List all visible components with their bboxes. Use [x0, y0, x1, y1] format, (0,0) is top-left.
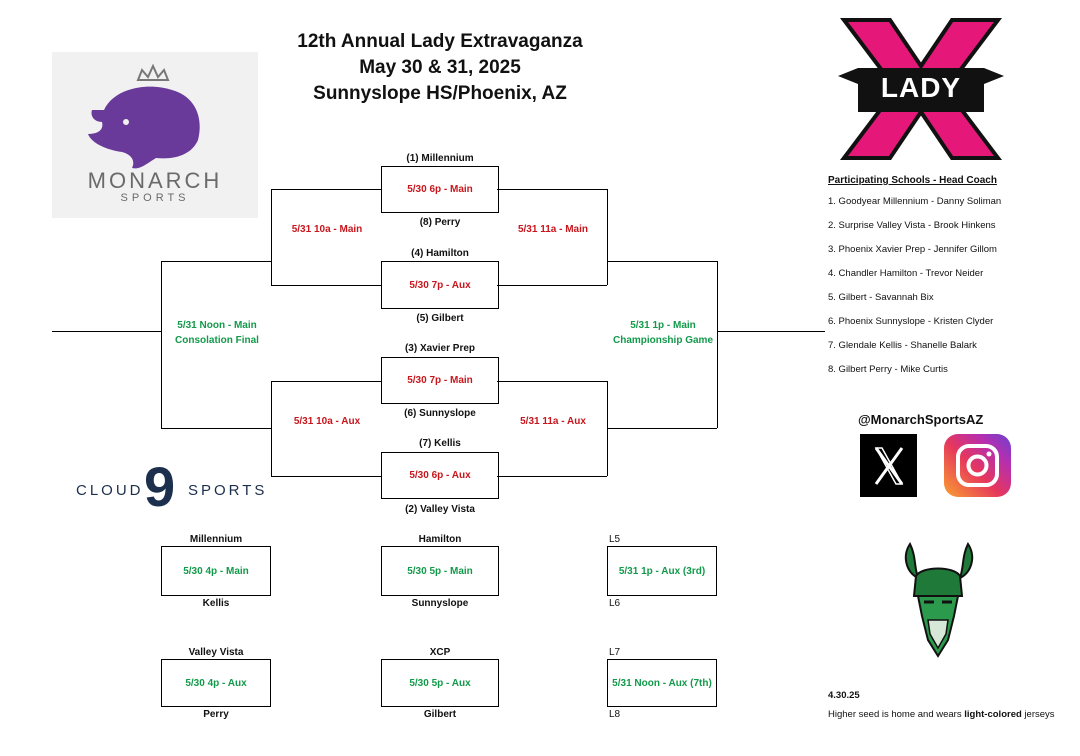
game-3-team-top: L5 — [609, 534, 621, 545]
game-5-box: 5/30 5p - Aux — [381, 659, 499, 707]
participant-item: 4. Chandler Hamilton - Trevor Neider — [828, 268, 984, 279]
game-1-team-top: Millennium — [189, 534, 243, 545]
viking-head-icon — [904, 542, 974, 658]
game-2-box: 5/30 5p - Main — [381, 546, 499, 596]
game-6-team-bottom: L8 — [609, 709, 621, 720]
lion-crest-icon — [88, 63, 200, 169]
game-1-box: 5/30 4p - Main — [161, 546, 271, 596]
revision-date: 4.30.25 — [828, 690, 860, 701]
event-dates: May 30 & 31, 2025 — [359, 57, 521, 78]
lady-x-wordmark: LADY — [880, 72, 962, 103]
participants-title: Participating Schools - Head Coach — [828, 175, 997, 186]
game-6-box: 5/31 Noon - Aux (7th) — [607, 659, 717, 707]
seed-3-label: (3) Xavier Prep — [404, 343, 476, 354]
game-2-team-bottom: Sunnyslope — [411, 598, 469, 609]
x-glyph-icon — [874, 447, 904, 485]
game-4-team-top: Valley Vista — [188, 647, 244, 658]
social-handle: @MonarchSportsAZ — [858, 412, 984, 427]
championship-title: Championship Game — [612, 335, 713, 346]
lady-x-logo: LADY X — [838, 16, 1004, 162]
jersey-note-pre: Higher seed is home and wears — [828, 709, 965, 720]
game-5-team-top: XCP — [429, 647, 451, 658]
event-title: 12th Annual Lady Extravaganza — [297, 31, 583, 52]
participant-item: 7. Glendale Kellis - Shanelle Balark — [828, 340, 977, 351]
x-social-icon[interactable] — [860, 434, 917, 497]
seed-6-label: (6) Sunnyslope — [404, 408, 476, 419]
participant-item: 6. Phoenix Sunnyslope - Kristen Clyder — [828, 316, 994, 327]
consolation-time: 5/31 Noon - Main — [177, 320, 257, 331]
game-box-1v8: 5/30 6p - Main — [381, 166, 499, 213]
lady-x-emblem-icon — [838, 18, 1004, 160]
game-2-team-top: Hamilton — [418, 534, 462, 545]
monarch-subtitle: SPORTS — [120, 192, 190, 204]
consolation-title: Consolation Final — [175, 335, 259, 346]
championship-time: 5/31 1p - Main — [630, 320, 696, 331]
jersey-note-bold: light-colored — [964, 709, 1022, 720]
monarch-sports-logo: MONARCH SPORTS — [52, 52, 258, 218]
game-3-box: 5/31 1p - Aux (3rd) — [607, 546, 717, 596]
seed-1-label: (1) Millennium — [406, 153, 474, 164]
game-3-team-bottom: L6 — [609, 598, 621, 609]
seed-5-label: (5) Gilbert — [416, 313, 464, 324]
instagram-social-icon[interactable] — [944, 434, 1011, 497]
event-venue: Sunnyslope HS/Phoenix, AZ — [313, 83, 567, 104]
participant-item: 1. Goodyear Millennium - Danny Soliman — [828, 196, 1002, 207]
semi-right-top: 5/31 11a - Main — [517, 224, 589, 235]
game-5-team-bottom: Gilbert — [423, 709, 457, 720]
game-4-team-bottom: Perry — [203, 709, 229, 720]
cloud9-sports-logo: CLOUD 9 SPORTS — [76, 456, 276, 522]
jersey-note: Higher seed is home and wears light-colo… — [828, 709, 1055, 720]
game-box-3v6: 5/30 7p - Main — [381, 357, 499, 404]
participant-item: 3. Phoenix Xavier Prep - Jennifer Gillom — [828, 244, 997, 255]
seed-4-label: (4) Hamilton — [411, 248, 469, 259]
seed-8-label: (8) Perry — [419, 217, 461, 228]
viking-mascot-logo — [888, 536, 988, 662]
monarch-wordmark: MONARCH — [87, 168, 223, 193]
seed-2-label: (2) Valley Vista — [405, 504, 475, 515]
game-6-team-top: L7 — [609, 647, 621, 658]
semi-left-bottom: 5/31 10a - Aux — [293, 416, 361, 427]
semi-left-top: 5/31 10a - Main — [291, 224, 363, 235]
game-box-7v2: 5/30 6p - Aux — [381, 452, 499, 499]
participant-item: 8. Gilbert Perry - Mike Curtis — [828, 364, 948, 375]
game-box-4v5: 5/30 7p - Aux — [381, 261, 499, 309]
instagram-camera-icon — [956, 444, 999, 487]
seed-7-label: (7) Kellis — [419, 438, 461, 449]
participant-item: 5. Gilbert - Savannah Bix — [828, 292, 934, 303]
cloud9-left-word: CLOUD — [76, 482, 144, 499]
game-4-box: 5/30 4p - Aux — [161, 659, 271, 707]
semi-right-bottom: 5/31 11a - Aux — [520, 416, 586, 427]
jersey-note-post: jerseys — [1021, 709, 1055, 720]
cloud9-number: 9 — [144, 455, 176, 518]
participant-item: 2. Surprise Valley Vista - Brook Hinkens — [828, 220, 996, 231]
cloud9-right-word: SPORTS — [188, 482, 268, 499]
game-1-team-bottom: Kellis — [202, 598, 230, 609]
